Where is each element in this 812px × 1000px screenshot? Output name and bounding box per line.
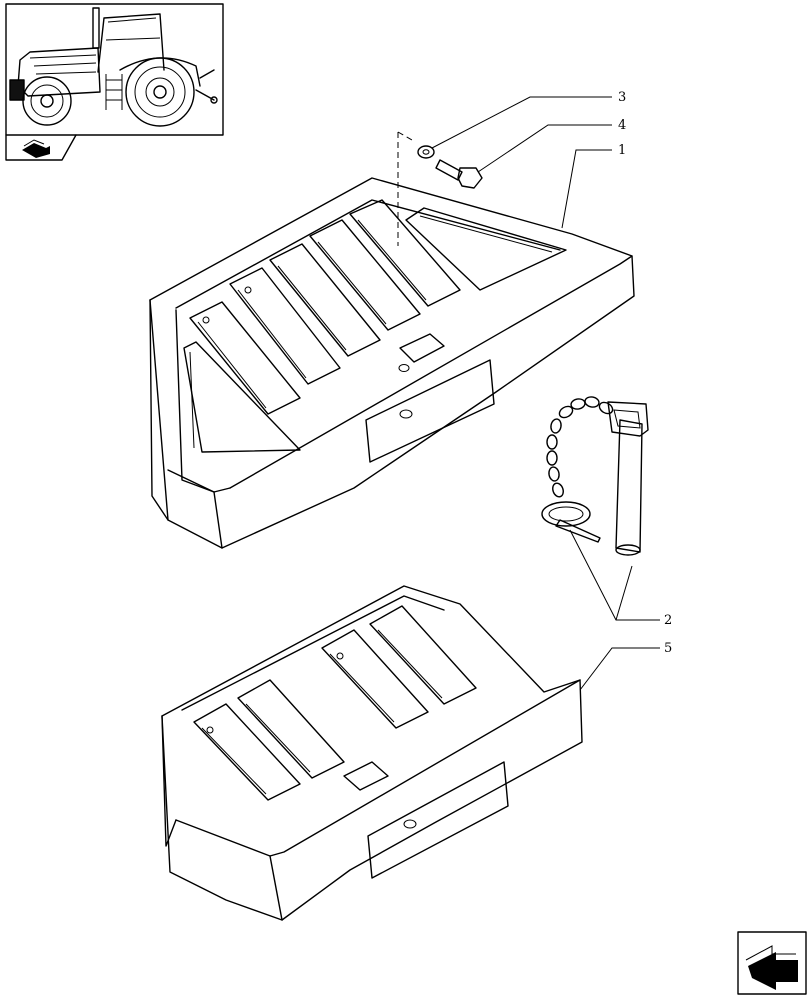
callout-leaders — [431, 96, 660, 691]
next-arrow-icon[interactable] — [737, 931, 807, 995]
callout-3: 3 — [618, 90, 626, 105]
callout-5: 5 — [664, 641, 672, 656]
callout-2: 2 — [664, 613, 672, 628]
lynch-pin-part-2 — [541, 396, 649, 556]
washer-part-3 — [417, 145, 435, 159]
tractor-thumbnail[interactable] — [5, 3, 224, 136]
bolt-part-4 — [435, 159, 483, 189]
front-weight-part-5 — [161, 585, 583, 921]
callout-1: 1 — [618, 143, 626, 158]
book-icon[interactable] — [5, 134, 77, 161]
callout-4: 4 — [618, 118, 626, 133]
tractor-icon — [9, 7, 218, 127]
front-weight-part-1 — [149, 177, 635, 549]
